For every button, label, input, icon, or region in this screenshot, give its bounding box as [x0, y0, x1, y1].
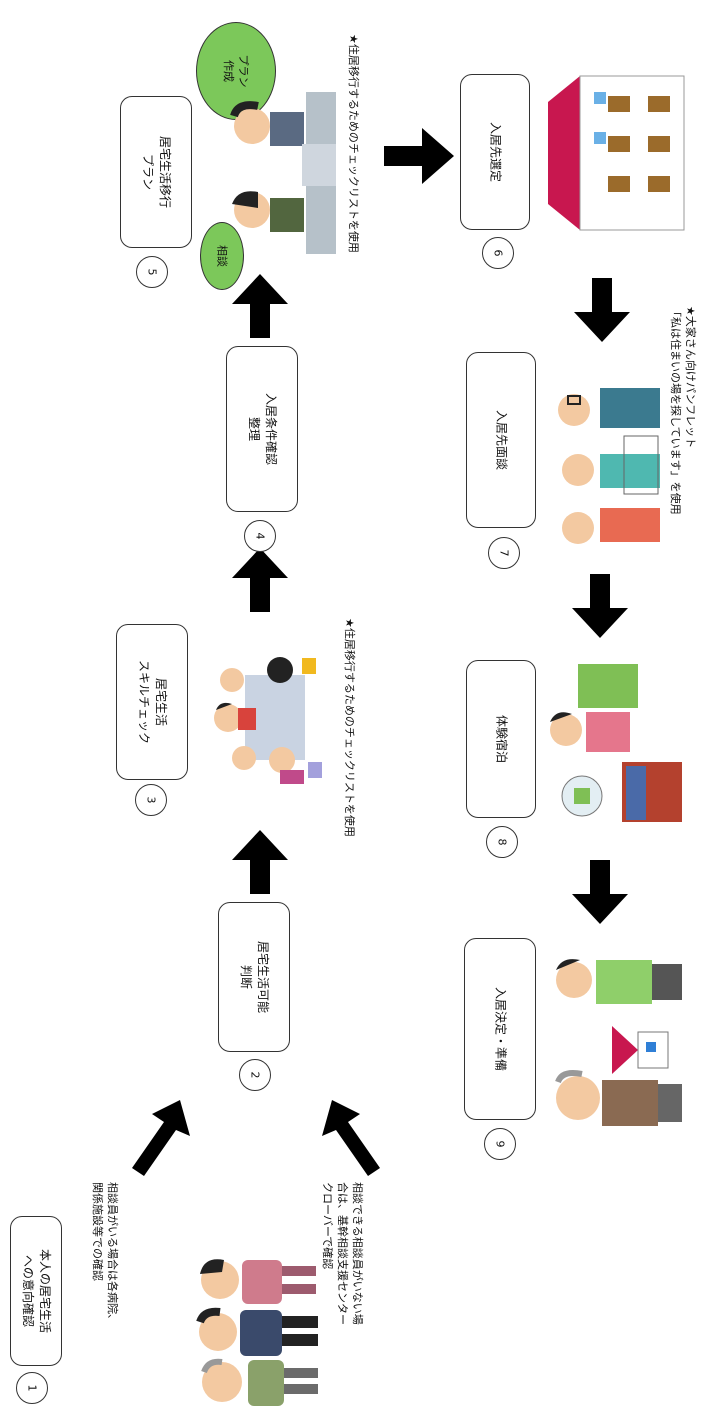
step-7-number: 7 [488, 537, 520, 569]
apartment-building-illustration [548, 75, 685, 231]
step-7-box: 入居先面談 [466, 352, 536, 528]
note-no-consultant: 相談できる相談員がいない場 合は、基幹相談支援センター クローバーで確認 [321, 1182, 364, 1325]
arrow-7-to-8 [572, 574, 628, 638]
step-3-number: 3 [135, 784, 167, 816]
step-2-label: 居宅生活可能 判断 [239, 940, 270, 1014]
step-3-box: 居宅生活 スキルチェック [116, 624, 188, 780]
trial-stay-illustration [550, 664, 682, 822]
step-5-box: 居宅生活移行 プラン [120, 96, 192, 248]
step-4-number: 4 [244, 520, 276, 552]
move-in-handover-illustration [555, 959, 682, 1126]
arrow-3-to-4 [232, 548, 288, 612]
step-6-label: 入居先選定 [488, 121, 503, 183]
arrow-8-to-9 [572, 860, 628, 924]
note-checklist-plan: ★住居移行するためのチェックリストを使用 [347, 34, 360, 253]
tenant-interview-illustration [558, 388, 660, 544]
arrow-4-to-5 [232, 274, 288, 338]
step-9-box: 入居決定・準備 [464, 938, 536, 1120]
note-landlord-pamphlet: ★大家さん向けパンフレット 「私は住まいの場を探しています」を使用 [669, 306, 697, 515]
skill-check-meeting-illustration [214, 657, 322, 784]
step-2-box: 居宅生活可能 判断 [218, 902, 290, 1052]
step-6-box: 入居先選定 [460, 74, 530, 230]
step-8-label: 体験宿泊 [494, 714, 509, 764]
step-5-label: 居宅生活移行 プラン [141, 135, 172, 209]
step-8-box: 体験宿泊 [466, 660, 536, 818]
arrow-6-to-7 [574, 278, 630, 342]
step-4-box: 入居条件確認 整理 [226, 346, 298, 512]
step-3-label: 居宅生活 スキルチェック [137, 659, 168, 745]
step-5-number: 5 [136, 256, 168, 288]
note-consultant-present: 相談員がいる場合は各病院、 関係施設等での確認 [91, 1182, 119, 1325]
step-9-label: 入居決定・準備 [493, 986, 508, 1072]
step-4-label: 入居条件確認 整理 [247, 392, 278, 466]
step-6-number: 6 [482, 237, 514, 269]
step-1-number: 1 [16, 1372, 48, 1404]
step-1-label: 本人の居宅生活 への意向確認 [21, 1248, 52, 1334]
arrow-2-to-3 [232, 830, 288, 894]
people-group-illustration [196, 1259, 318, 1406]
arrow-1-to-2-lower [322, 1100, 380, 1176]
arrow-1-to-2-upper [132, 1100, 190, 1176]
step-8-number: 8 [486, 826, 518, 858]
step-7-label: 入居先面談 [494, 409, 509, 471]
step-9-number: 9 [484, 1128, 516, 1160]
step-1-box: 本人の居宅生活 への意向確認 [10, 1216, 62, 1366]
bubble-consult: 相談 [200, 222, 244, 290]
plan-meeting-illustration [230, 92, 336, 254]
step-2-number: 2 [239, 1059, 271, 1091]
note-checklist-skill: ★住居移行するためのチェックリストを使用 [343, 618, 356, 837]
arrow-5-to-6 [384, 128, 454, 184]
